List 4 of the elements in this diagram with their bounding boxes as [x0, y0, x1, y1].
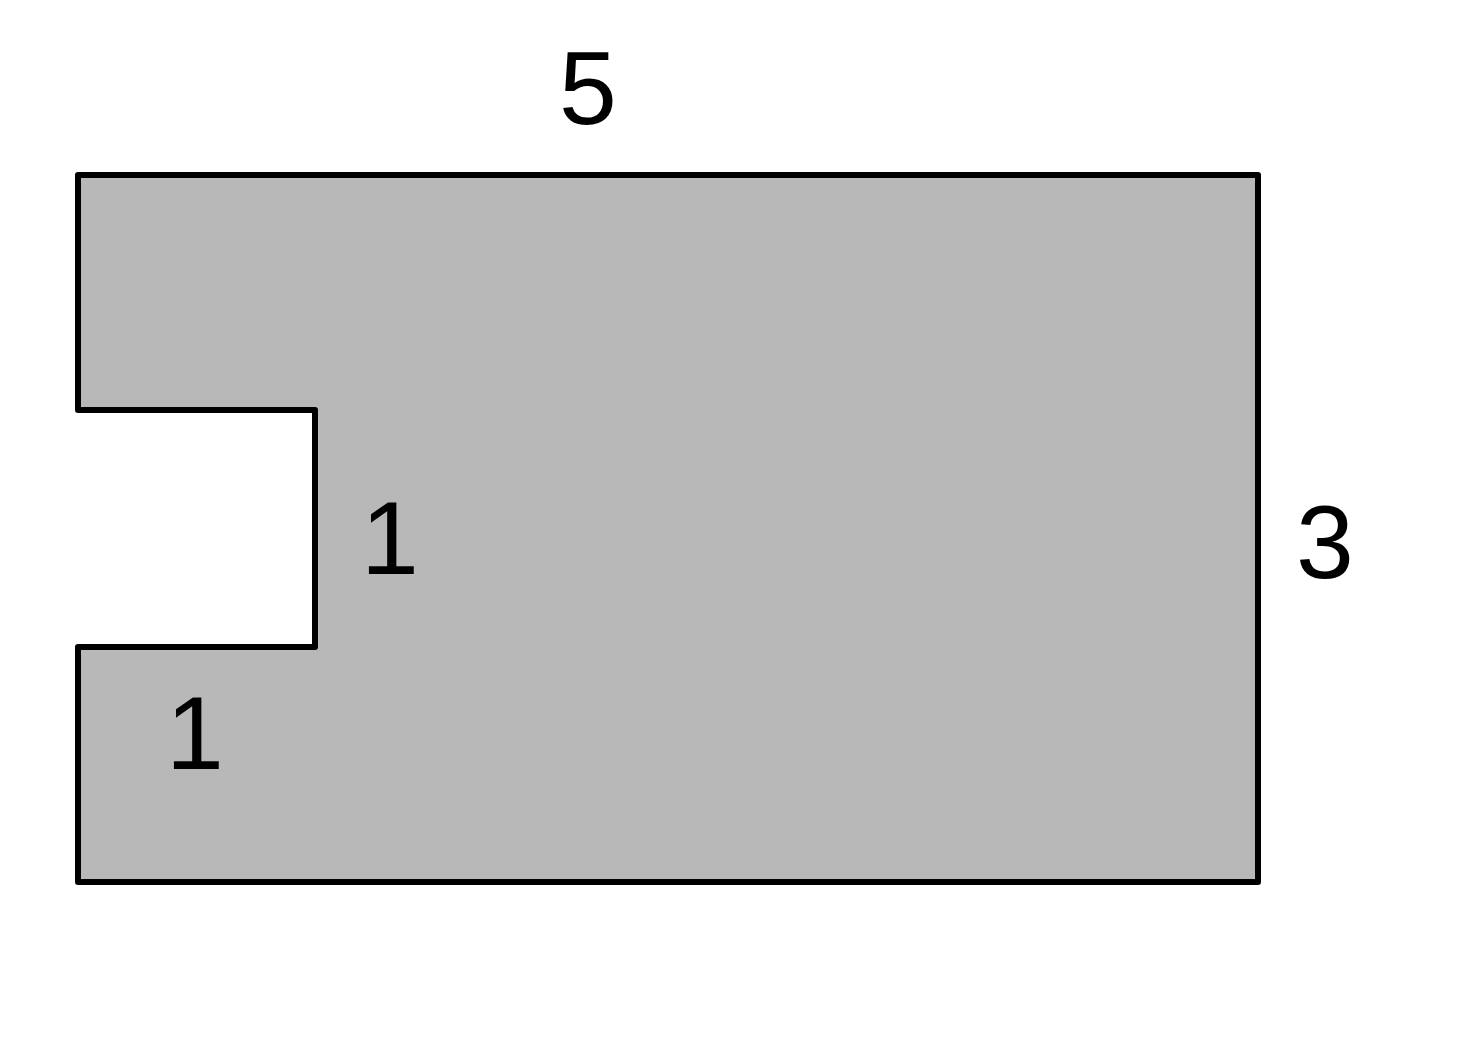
dimension-label: 1 [361, 486, 419, 590]
dimension-label: 3 [1296, 490, 1354, 594]
dimension-label: 5 [559, 36, 617, 140]
dimension-label: 1 [166, 681, 224, 785]
